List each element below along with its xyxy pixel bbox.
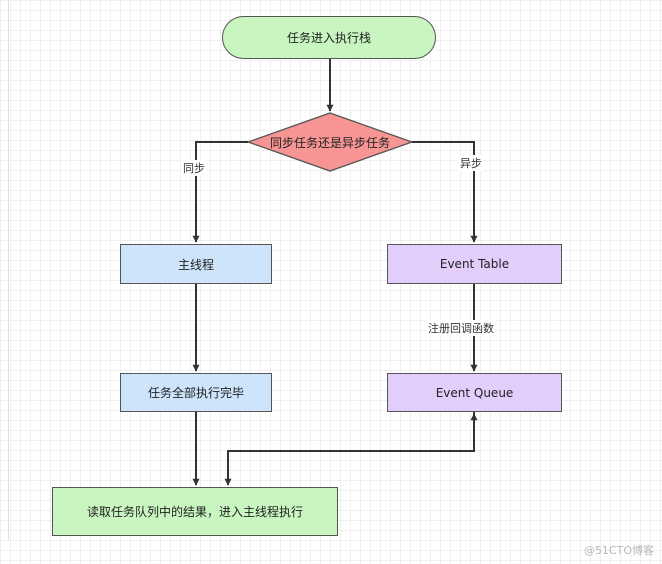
start-node-label: 任务进入执行栈	[286, 31, 371, 45]
tasks-done-label: 任务全部执行完毕	[147, 386, 244, 400]
edge-label-register-callback: 注册回调函数	[426, 320, 496, 336]
edge-label-sync: 同步	[181, 160, 207, 176]
main-thread-label: 主线程	[177, 257, 214, 272]
decision-diamond	[246, 112, 414, 172]
edge-decision-to-main-thread	[192, 141, 248, 243]
event-queue-label: Event Queue	[435, 385, 514, 400]
final-node: 读取任务队列中的结果，进入主线程执行	[52, 487, 338, 536]
main-thread-node: 主线程	[120, 244, 272, 284]
event-table-label: Event Table	[439, 257, 510, 271]
edge-event-queue-to-final	[224, 412, 475, 486]
edge-label-async: 异步	[458, 155, 484, 171]
edge-decision-to-event-table	[412, 141, 478, 243]
final-node-label: 读取任务队列中的结果，进入主线程执行	[86, 505, 303, 519]
tasks-done-node: 任务全部执行完毕	[120, 373, 272, 412]
canvas-divider	[8, 0, 9, 540]
event-queue-node: Event Queue	[387, 373, 562, 412]
start-node: 任务进入执行栈	[222, 16, 436, 59]
watermark: @51CTO博客	[583, 544, 654, 557]
event-table-node: Event Table	[387, 244, 562, 284]
